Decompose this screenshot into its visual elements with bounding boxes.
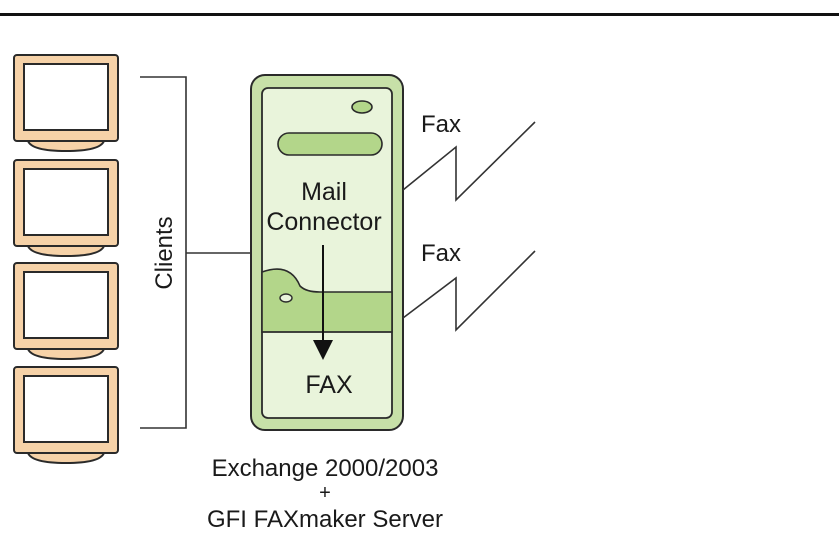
monitor-base <box>26 348 106 361</box>
top-rule <box>0 13 839 16</box>
server-panel <box>261 87 393 419</box>
client-monitor-1 <box>13 54 119 153</box>
monitor-base <box>26 245 106 258</box>
fax-line-2 <box>402 250 536 332</box>
clients-label: Clients <box>151 216 178 289</box>
flow-arrow-head-icon <box>313 340 333 360</box>
monitor-screen <box>23 375 109 443</box>
fax-label-1: Fax <box>421 111 461 138</box>
power-led-icon <box>351 100 373 114</box>
client-monitor-3 <box>13 262 119 361</box>
monitor-screen <box>23 63 109 131</box>
client-monitor-2 <box>13 159 119 258</box>
fax-line-1 <box>402 121 536 202</box>
monitor-base <box>26 140 106 153</box>
monitor-base <box>26 452 106 465</box>
server-label-connector: Connector <box>266 208 381 236</box>
caption-line-1: Exchange 2000/2003 <box>212 455 439 482</box>
caption-line-3: GFI FAXmaker Server <box>207 506 443 533</box>
fax-label-2: Fax <box>421 240 461 267</box>
monitor-screen <box>23 271 109 339</box>
server-label-mail: Mail <box>301 178 347 206</box>
drive-bay <box>277 132 383 156</box>
client-monitor-4 <box>13 366 119 465</box>
disk-led-icon <box>279 293 293 303</box>
server-label-fax: FAX <box>305 371 353 399</box>
caption-line-2: + <box>319 482 331 504</box>
server-band <box>261 268 393 333</box>
server-tower <box>250 74 404 431</box>
monitor-screen <box>23 168 109 236</box>
